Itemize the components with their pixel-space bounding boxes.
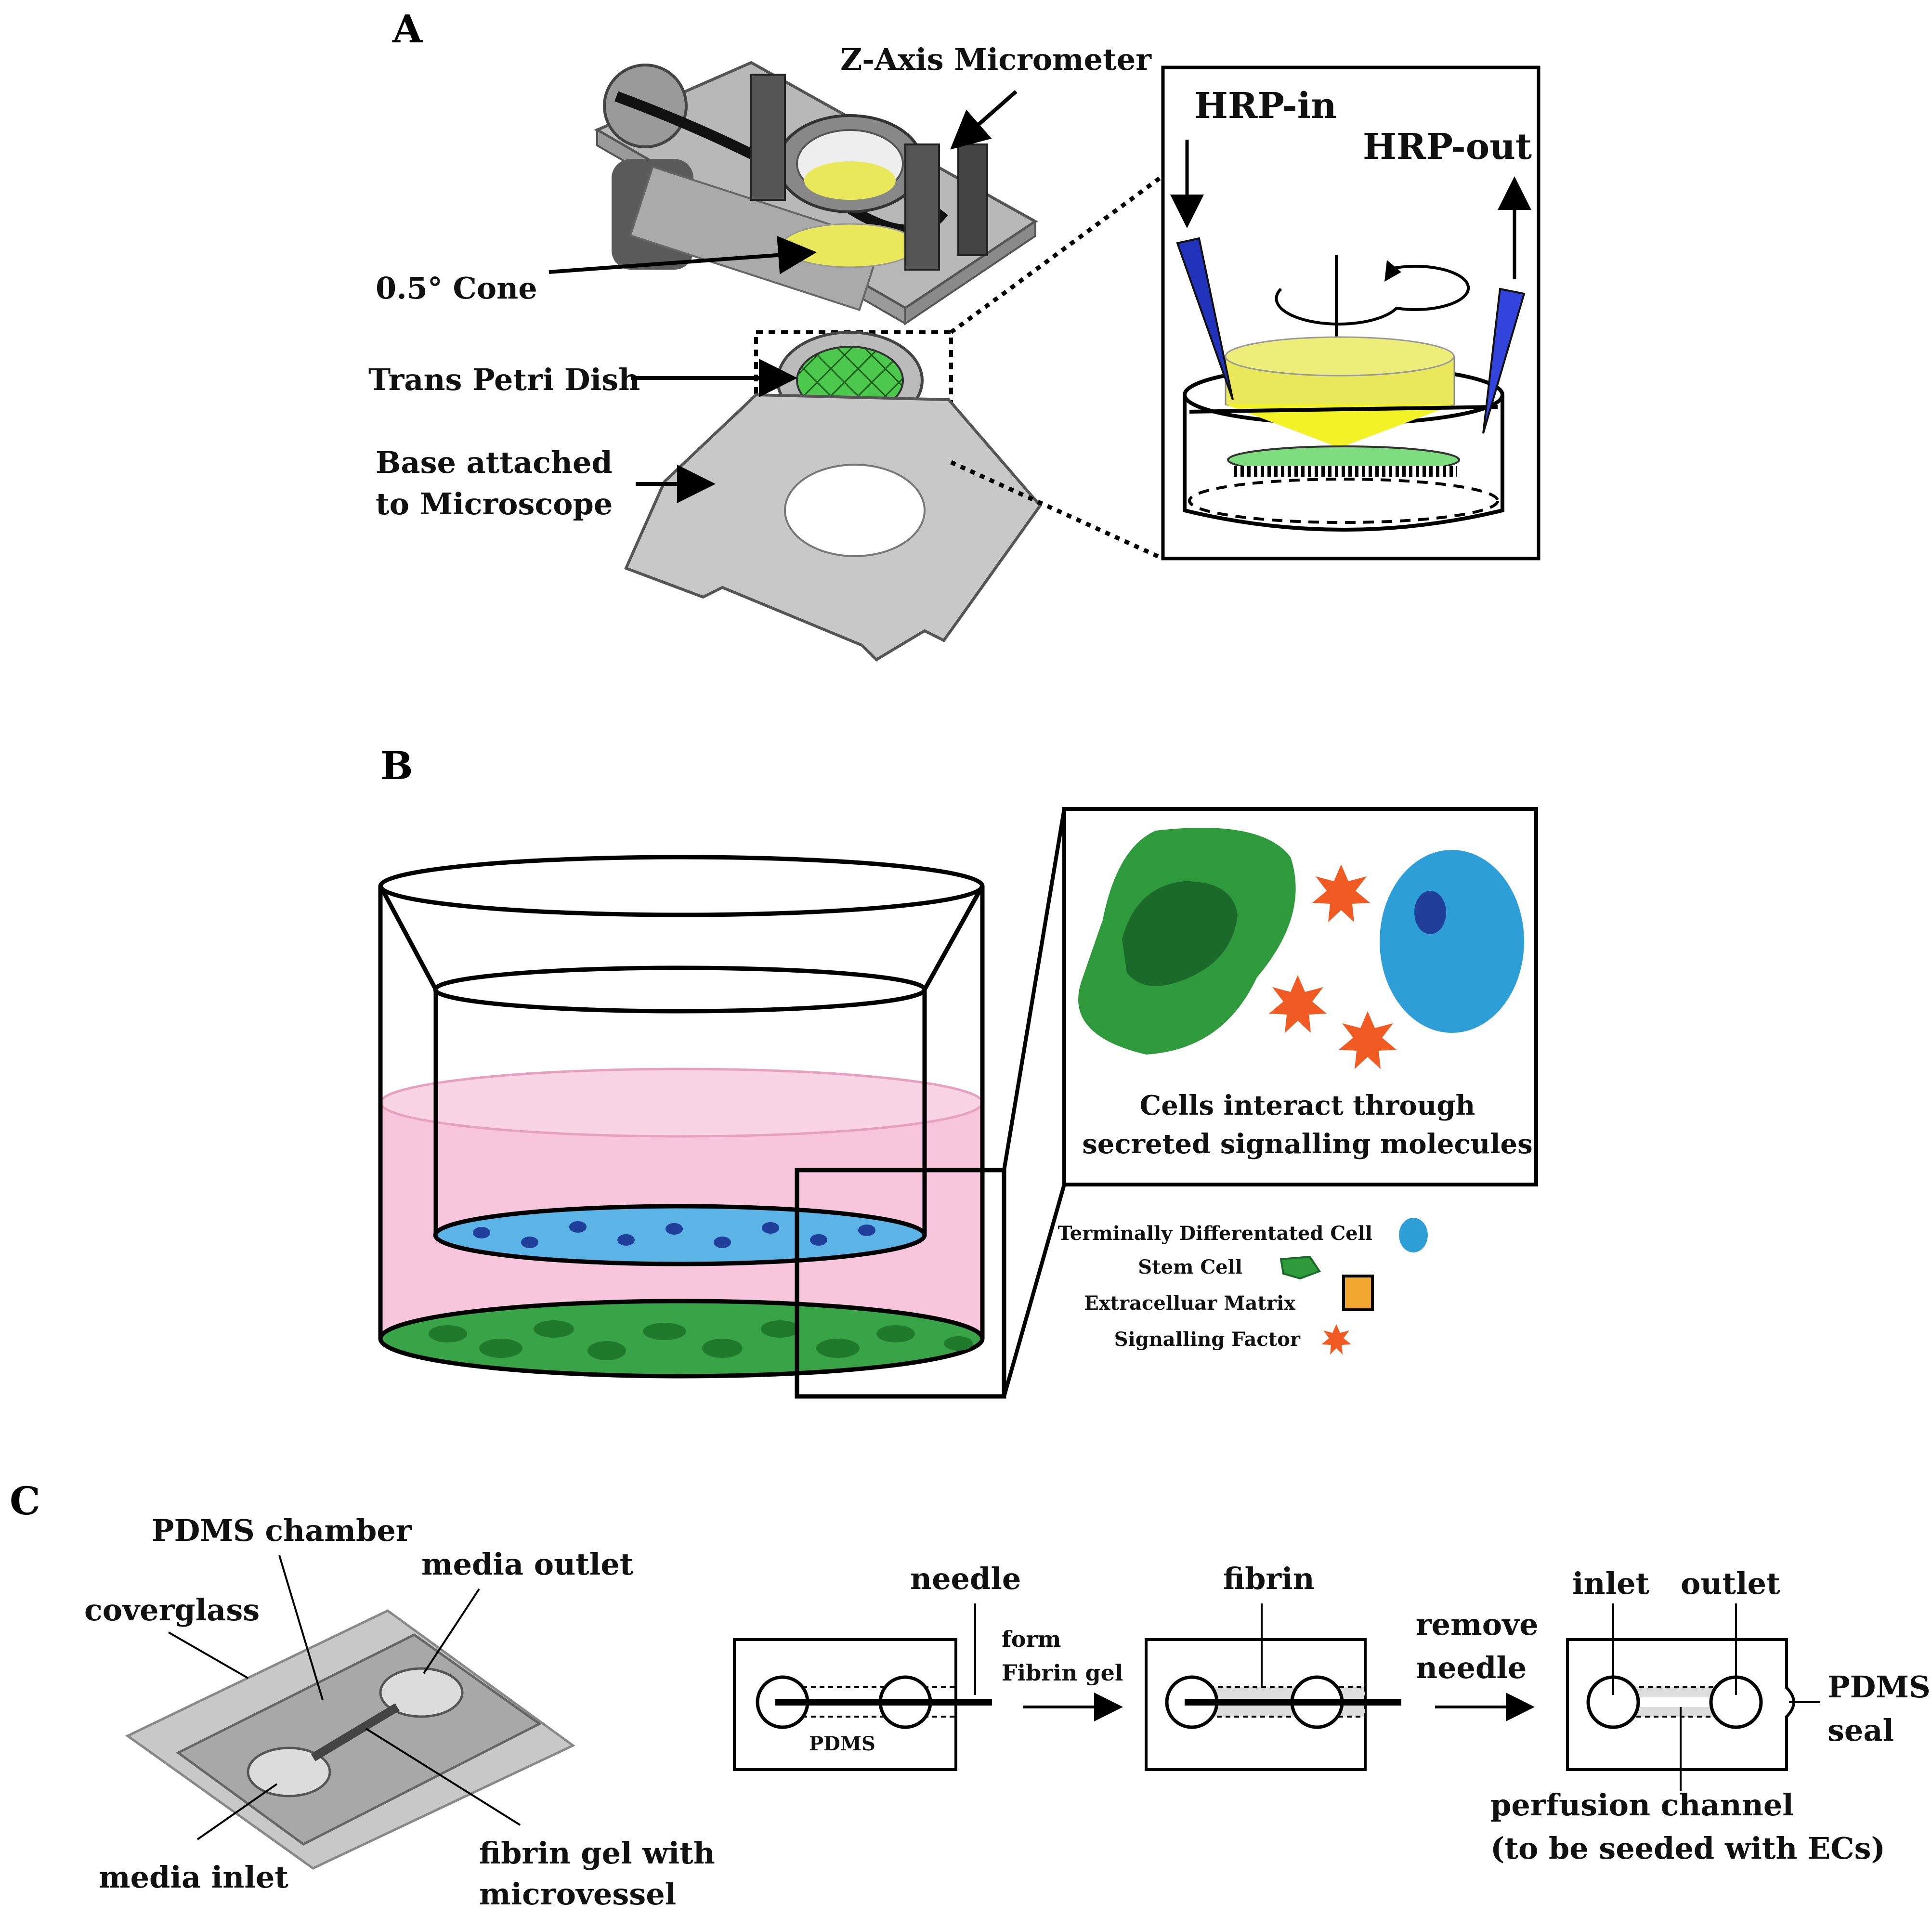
cone-label: 0.5° Cone <box>376 271 537 306</box>
outlet-well <box>379 1667 464 1718</box>
step-perfusion <box>1566 1603 1820 1791</box>
legend: Terminally Differentated Cell Stem Cell … <box>1058 1218 1428 1355</box>
caption-line2: secreted signalling molecules <box>1082 1128 1532 1160</box>
outer-well-rim <box>378 855 985 917</box>
pdms-chamber-block <box>176 1633 542 1846</box>
fibrin-gel-label-line1: fibrin gel with <box>479 1836 715 1871</box>
needle-label: needle <box>910 1561 1021 1596</box>
pdms-label: PDMS <box>809 1733 875 1755</box>
hrp-out-label: HRP-out <box>1363 126 1532 168</box>
step-fibrin <box>1145 1603 1401 1771</box>
fibrin-gel-label-line2: microvessel <box>479 1876 676 1912</box>
base-plate <box>624 393 1042 662</box>
form-label-line2: Fibrin gel <box>1002 1660 1123 1686</box>
transwell-diagram <box>378 808 1066 1399</box>
cone-plate-inset: HRP-in HRP-out <box>1161 65 1540 560</box>
panel-c: C PDMS chamber media outlet coverglass m… <box>10 1478 1931 1912</box>
legend-item-0: Terminally Differentated Cell <box>1058 1222 1372 1245</box>
perfusion-label-line1: perfusion channel <box>1490 1787 1794 1823</box>
panel-a: A Z-A <box>368 6 1540 662</box>
cell-interaction-inset: Cells interact through secreted signalli… <box>1062 807 1538 1186</box>
legend-item-2: Extracelluar Matrix <box>1084 1292 1296 1315</box>
legend-matrix-icon <box>1342 1275 1374 1311</box>
cone-plate-device <box>594 61 1038 326</box>
panel-c-label: C <box>10 1478 40 1524</box>
fibrin-label: fibrin <box>1223 1561 1315 1596</box>
base-label-line2: to Microscope <box>376 486 613 521</box>
z-axis-micrometer-label: Z-Axis Micrometer <box>840 42 1152 77</box>
remove-label-line1: remove <box>1416 1607 1539 1642</box>
micrometer-post <box>750 74 786 201</box>
trans-petri-dish-label: Trans Petri Dish <box>368 362 640 397</box>
microscope-window <box>784 464 926 557</box>
legend-signalling-factor-icon <box>1321 1324 1351 1355</box>
insert-rim <box>433 965 927 1014</box>
differentiated-cell-icon <box>1380 850 1524 1033</box>
legend-item-3: Signalling Factor <box>1114 1328 1301 1351</box>
legend-item-1: Stem Cell <box>1138 1256 1242 1278</box>
inlet-tip-icon <box>1176 237 1234 400</box>
fibrin-channel <box>311 1703 400 1761</box>
media-outlet-label: media outlet <box>421 1547 634 1582</box>
form-label-line1: form <box>1002 1626 1061 1652</box>
signalling-factor-icons <box>1269 864 1397 1069</box>
rotation-icon <box>1275 264 1470 326</box>
remove-label-line2: needle <box>1416 1650 1527 1685</box>
nucleus-icon <box>1414 891 1446 934</box>
hrp-in-label: HRP-in <box>1194 85 1337 127</box>
pdms-chip-3d <box>125 1609 575 1870</box>
seal-label-line2: seal <box>1828 1713 1894 1748</box>
caption-line1: Cells interact through <box>1140 1090 1475 1121</box>
panel-b: B <box>378 743 1538 1399</box>
dish-wall <box>1183 395 1504 532</box>
base-label-line1: Base attached <box>376 445 613 480</box>
seal-label-line1: PDMS <box>1828 1669 1931 1705</box>
media-inlet-label: media inlet <box>99 1860 288 1895</box>
panel-b-label: B <box>380 743 413 788</box>
legend-blue-cell-icon <box>1399 1218 1428 1252</box>
inlet-label: inlet <box>1572 1566 1650 1601</box>
differentiated-cell-layer <box>433 1204 927 1266</box>
step-needle <box>733 1603 992 1771</box>
cone-icon <box>804 161 896 200</box>
coverglass-label: coverglass <box>84 1592 260 1628</box>
legend-stem-cell-icon <box>1279 1255 1321 1280</box>
pdms-chamber-label: PDMS chamber <box>152 1513 412 1548</box>
inlet-well <box>247 1746 331 1798</box>
panel-a-label: A <box>392 6 423 52</box>
outlet-tip-icon <box>1482 287 1526 434</box>
perfusion-label-line2: (to be seeded with ECs) <box>1490 1831 1885 1866</box>
zoom-box-b <box>795 1168 1006 1399</box>
outlet-label: outlet <box>1681 1566 1780 1601</box>
